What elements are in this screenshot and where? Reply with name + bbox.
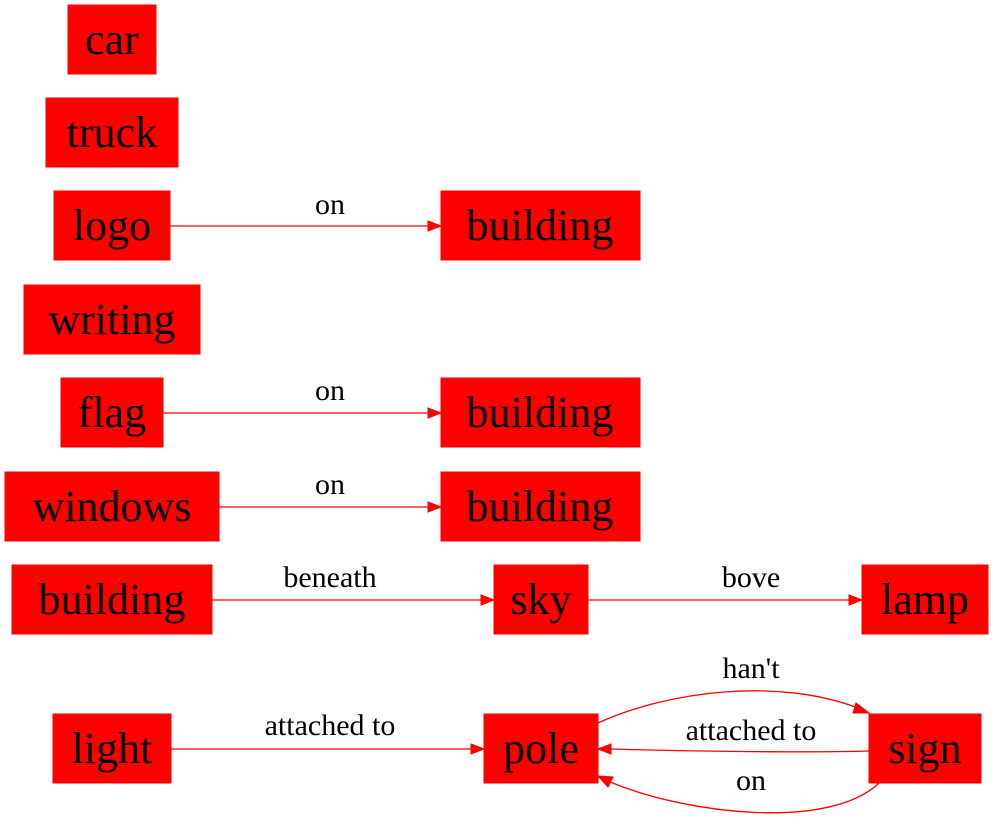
edge-windows-building-label: on [315,468,345,501]
edge-pole-sign: han't [597,652,871,724]
node-building-3-label: building [467,482,614,531]
node-building-4-label: building [39,575,186,624]
edge-building-sky-label: beneath [283,561,376,594]
node-building-3: building [440,471,641,542]
edge-sign-pole-on-label: on [736,764,766,797]
node-building-1-label: building [467,201,614,250]
edge-sign-pole-attached-label: attached to [686,714,817,747]
node-light: light [52,713,172,784]
node-building-4: building [11,564,213,635]
node-sign: sign [868,713,982,784]
edge-flag-building-label: on [315,374,345,407]
edge-windows-building: on [219,468,443,513]
node-car: car [67,4,157,75]
node-truck: truck [45,97,179,168]
node-pole: pole [483,713,599,784]
node-flag-label: flag [78,388,146,437]
node-light-label: light [72,724,153,773]
edge-building-sky: beneath [212,561,496,606]
edge-logo-building-label: on [315,188,345,221]
edge-sky-lamp-label: bove [722,561,780,594]
node-lamp-label: lamp [881,575,969,624]
node-writing-label: writing [48,295,175,344]
node-sign-label: sign [888,724,961,773]
edge-sky-lamp: bove [588,561,864,606]
edge-light-pole-label: attached to [265,709,396,742]
node-sky-label: sky [510,575,571,624]
edge-flag-building: on [163,374,443,419]
edge-light-pole: attached to [171,709,486,755]
node-logo: logo [53,190,171,261]
node-building-2: building [440,377,641,448]
node-lamp: lamp [861,564,989,635]
node-pole-label: pole [503,724,579,773]
node-windows: windows [4,471,220,542]
node-logo-label: logo [73,201,151,250]
node-truck-label: truck [67,108,157,157]
node-writing: writing [23,284,201,355]
node-building-1: building [440,190,641,261]
node-flag: flag [60,377,164,448]
edge-pole-sign-label: han't [722,652,780,685]
node-building-2-label: building [467,388,614,437]
node-car-label: car [85,15,139,64]
edge-logo-building: on [170,188,443,232]
node-windows-label: windows [33,482,192,531]
edge-sign-pole-on: on [596,764,880,814]
edge-sign-pole-attached: attached to [596,714,870,755]
node-sky: sky [493,564,589,635]
